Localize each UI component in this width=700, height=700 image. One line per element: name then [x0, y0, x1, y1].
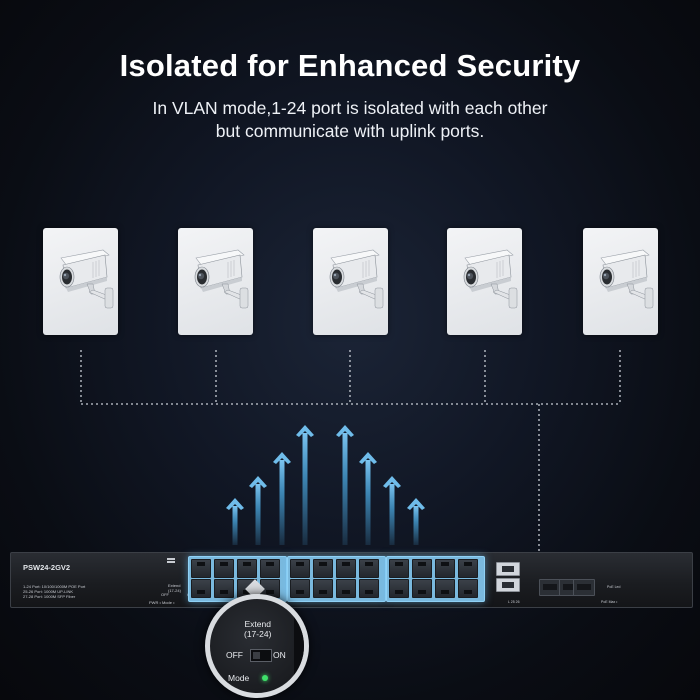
- rj45-port[interactable]: [359, 559, 379, 578]
- extend-toggle-switch[interactable]: [250, 649, 272, 662]
- rj45-port[interactable]: [290, 559, 310, 578]
- poe-network-switch: PSW24-2GV2 1-24 Port: 10/100/1000M POE P…: [10, 552, 693, 608]
- dotted-connection-lines: [80, 350, 621, 552]
- upload-arrow: [273, 452, 291, 545]
- switch-menu-icon: [167, 558, 175, 564]
- uplink-port-labels: L 25 26: [508, 600, 520, 604]
- upload-arrow: [226, 498, 244, 545]
- rj45-port[interactable]: [313, 559, 333, 578]
- rj45-port[interactable]: [313, 579, 333, 598]
- sfp-port-27a[interactable]: [539, 579, 561, 596]
- callout-extend-label: Extend (17-24): [244, 619, 271, 639]
- callout-on-label: ON: [273, 650, 286, 660]
- mode-led-indicator: [262, 675, 268, 681]
- rj45-port[interactable]: [191, 579, 211, 598]
- rj45-port[interactable]: [290, 579, 310, 598]
- rj45-port[interactable]: [237, 559, 257, 578]
- callout-extend-line-1: Extend: [244, 619, 271, 629]
- upload-arrow: [296, 425, 314, 545]
- poe-led-label: PoE Led: [607, 585, 621, 589]
- rj45-port[interactable]: [214, 579, 234, 598]
- cctv-camera-icon: [463, 249, 518, 309]
- rj45-port[interactable]: [412, 559, 432, 578]
- camera-card-5: [583, 228, 658, 335]
- rj45-port[interactable]: [435, 579, 455, 598]
- rj45-port[interactable]: [458, 559, 478, 578]
- switch-pwr-mode-label: PWR • Mode •: [149, 600, 175, 605]
- poe-max-label: PoE Max •: [601, 600, 618, 604]
- rj45-port[interactable]: [336, 559, 356, 578]
- camera-card-1: [43, 228, 118, 335]
- cctv-camera-icon: [329, 249, 384, 309]
- cctv-camera-icon: [194, 249, 249, 309]
- rj45-port[interactable]: [458, 579, 478, 598]
- uplink-port-26[interactable]: [496, 578, 520, 592]
- cctv-camera-icon: [599, 249, 654, 309]
- rj45-port[interactable]: [359, 579, 379, 598]
- callout-port-edge: [294, 599, 304, 693]
- callout-off-label: OFF: [226, 650, 243, 660]
- banner-subtitle-line-1: In VLAN mode,1-24 port is isolated with …: [152, 98, 548, 118]
- rj45-port[interactable]: [412, 579, 432, 598]
- rj45-port[interactable]: [389, 559, 409, 578]
- banner-title: Isolated for Enhanced Security: [119, 48, 581, 83]
- upload-arrow: [359, 452, 377, 545]
- extend-switch-callout: Extend (17-24) OFF ON Mode: [205, 594, 309, 698]
- rj45-port[interactable]: [435, 559, 455, 578]
- rj45-port[interactable]: [389, 579, 409, 598]
- switch-spec-line-3: 27-28 Port: 1000M SFP Fiber: [23, 594, 76, 599]
- rj45-port[interactable]: [214, 559, 234, 578]
- upload-arrow: [407, 498, 425, 545]
- rj45-port[interactable]: [191, 559, 211, 578]
- rj45-port[interactable]: [260, 559, 280, 578]
- traffic-arrows: [226, 425, 425, 545]
- switch-spec-line-1: 1-24 Port: 10/100/1000M POE Port: [23, 584, 86, 589]
- sfp-port-28a[interactable]: [573, 579, 595, 596]
- upload-arrow: [383, 476, 401, 545]
- switch-model-label: PSW24-2GV2: [23, 563, 71, 572]
- upload-arrow: [249, 476, 267, 545]
- switch-extend-label: Extend (17-24): [168, 583, 181, 593]
- banner-subtitle-line-2: but communicate with uplink ports.: [215, 121, 485, 141]
- camera-card-4: [447, 228, 522, 335]
- switch-spec-line-2: 25-26 Port: 1000M UP-LINK: [23, 589, 74, 594]
- uplink-port-25[interactable]: [496, 562, 520, 576]
- upload-arrow: [336, 425, 354, 545]
- callout-mode-label: Mode: [228, 673, 250, 683]
- switch-off-label: OFF: [161, 592, 169, 597]
- camera-card-3: [313, 228, 388, 335]
- rj45-port[interactable]: [336, 579, 356, 598]
- callout-extend-line-2: (17-24): [244, 629, 272, 639]
- camera-card-2: [178, 228, 253, 335]
- cctv-camera-icon: [59, 249, 114, 309]
